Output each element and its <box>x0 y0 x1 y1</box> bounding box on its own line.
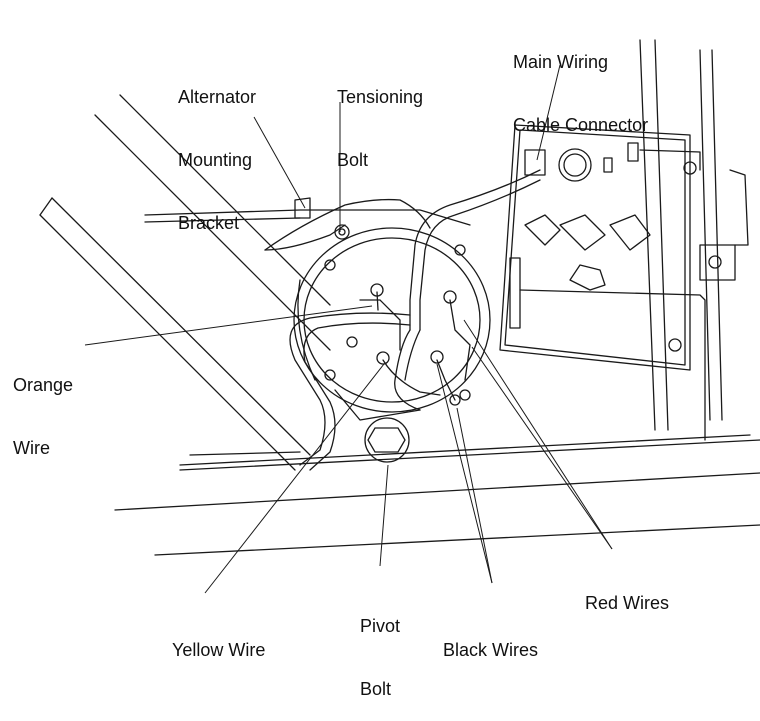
alternator-wiring-diagram <box>39 39 760 594</box>
label-pivot-bolt: Pivot Bolt <box>360 616 401 699</box>
wire-harness <box>289 169 541 471</box>
pivot-bolt <box>364 417 410 463</box>
label-alternator-mounting-bracket: Alternator Mounting Bracket <box>178 87 257 233</box>
terminals <box>346 283 461 406</box>
label-tensioning-bolt: Tensioning Bolt <box>337 87 424 170</box>
alternator-mounting-bracket <box>144 197 471 251</box>
alternator-body <box>293 227 491 421</box>
side-uprights <box>639 39 749 431</box>
label-main-wiring-cable-connector: Main Wiring Cable Connector <box>513 52 649 135</box>
label-red-wires: Red Wires <box>585 593 670 613</box>
label-black-wires: Black Wires <box>443 640 539 660</box>
label-orange-wire: Orange Wire <box>13 375 74 458</box>
tensioning-bolt <box>334 224 350 240</box>
label-yellow-wire: Yellow Wire <box>172 640 266 660</box>
leader-lines <box>84 64 613 594</box>
control-board <box>499 124 722 441</box>
